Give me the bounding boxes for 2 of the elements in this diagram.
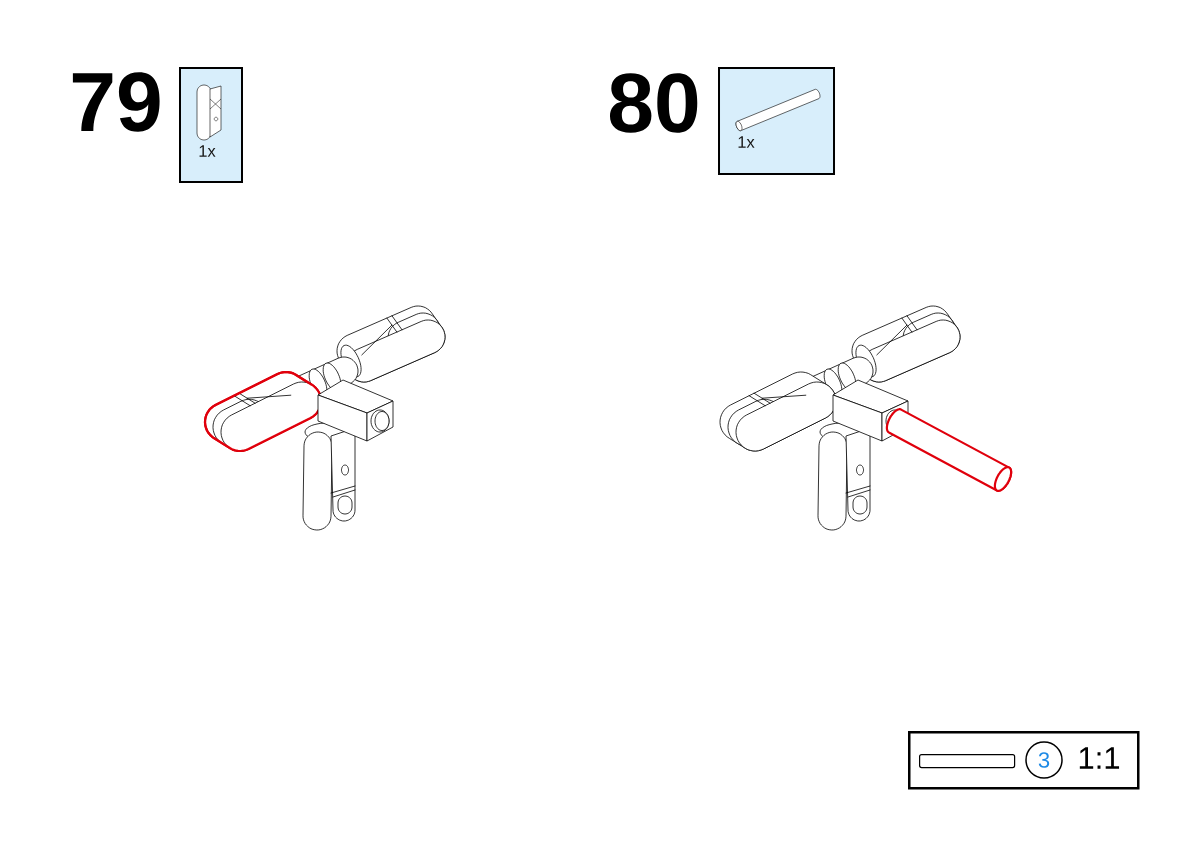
rod-outline: [919, 754, 1016, 769]
parts-box: 1x: [718, 67, 835, 175]
